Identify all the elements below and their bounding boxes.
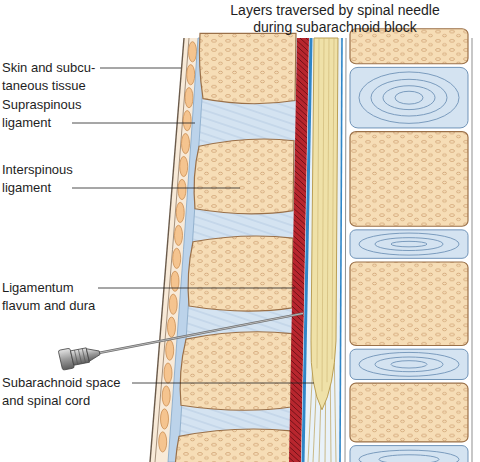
part-label: Ligamentum flavum and dura [2,279,106,315]
intervertebral-discs [350,67,468,462]
subarachnoid-space [303,38,342,462]
cord-fibers [317,38,334,391]
part-label: Skin and subcu- taneous tissue [2,59,106,95]
part-label: Subarachnoid space and spinal cord [2,374,137,410]
posterior-longitudinal-ligament [345,38,346,462]
dura-mater [303,38,311,462]
spinal-cord [311,38,338,410]
leader-lines [72,68,314,383]
vertebral-bodies [350,29,468,442]
part-label: Supraspinous ligament [2,96,106,132]
part-label: Interspinous ligament [2,161,106,197]
spinal-needle [58,313,303,370]
diagram-title: Layers traversed by spinal needle during… [215,2,455,36]
dura-mater [340,38,342,462]
anterior-longitudinal-ligament [472,38,473,462]
spinous-processes [175,33,296,462]
